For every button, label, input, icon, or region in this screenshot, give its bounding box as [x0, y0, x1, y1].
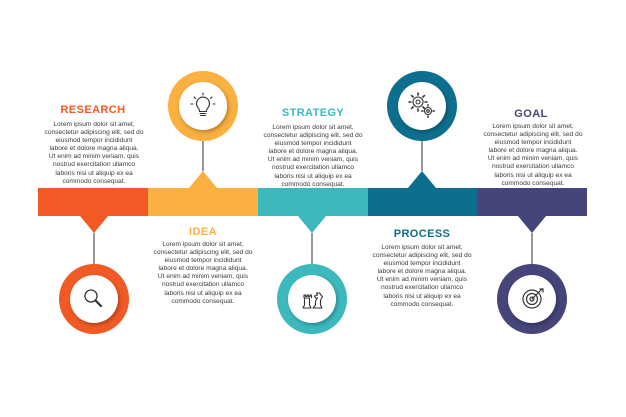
title-process: PROCESS — [393, 228, 451, 240]
text-goal: Lorem ipsum dolor sit amet,consectetur a… — [483, 123, 583, 187]
target-icon — [522, 288, 544, 309]
pointer-idea — [189, 171, 217, 188]
title-strategy: STRATEGY — [281, 107, 345, 119]
lightbulb-icon — [190, 92, 216, 117]
bar-segment-research — [38, 188, 149, 216]
title-goal: GOAL — [514, 108, 548, 120]
bar-segment-strategy — [258, 188, 369, 216]
title-idea: IDEA — [189, 226, 217, 238]
pointer-goal — [518, 216, 546, 233]
title-research: RESEARCH — [60, 104, 126, 116]
text-strategy: Lorem ipsum dolor sit amet,consectetur a… — [263, 124, 363, 188]
bar-segment-idea — [148, 188, 259, 216]
text-idea: Lorem ipsum dolor sit amet,consectetur a… — [153, 241, 253, 305]
disc-idea — [179, 82, 227, 130]
bar-segment-goal — [477, 188, 587, 216]
bar-segment-process — [368, 188, 478, 216]
text-process: Lorem ipsum dolor sit amet,consectetur a… — [372, 244, 472, 308]
gears-icon — [408, 92, 436, 119]
disc-strategy — [288, 275, 336, 323]
disc-research — [70, 275, 118, 323]
disc-process — [398, 82, 446, 130]
magnifier-icon — [84, 289, 103, 308]
chess-pieces-icon — [302, 292, 324, 309]
pointer-research — [80, 216, 108, 233]
pointer-process — [408, 171, 436, 188]
text-research: Lorem ipsum dolor sit amet,consectetur a… — [44, 121, 144, 185]
pointer-strategy — [298, 216, 326, 233]
